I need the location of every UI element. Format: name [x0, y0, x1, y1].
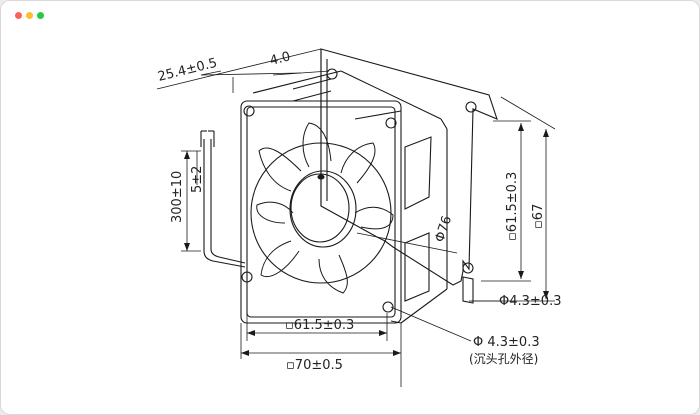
arrowheads [184, 123, 549, 356]
zoom-button[interactable] [37, 12, 44, 19]
front-mount-hole [382, 301, 394, 313]
title-bar [1, 1, 699, 29]
front-mount-hole [241, 271, 253, 283]
frame-height-label: ▫67 [531, 204, 546, 229]
hole-spacing-horizontal-label: ▫61.5±0.3 [285, 318, 354, 333]
countersink-note-label: (沉头孔外径) [469, 352, 538, 366]
lead-length-label: 300±10 [170, 171, 185, 223]
side-vent-lower [404, 232, 430, 302]
mount-hole-bottom-label: Φ 4.3±0.3 [473, 335, 540, 350]
back-mount-hole [462, 262, 474, 274]
side-vent-upper [404, 136, 432, 210]
lead-wires [200, 130, 246, 268]
hole-spacing-vertical-label: ▫61.5±0.3 [505, 172, 520, 241]
front-mount-hole [385, 117, 397, 129]
close-button[interactable] [15, 12, 22, 19]
fan-blades [256, 122, 394, 294]
hub-diameter-label: Φ76 [433, 214, 456, 244]
mount-hole-section [462, 276, 474, 304]
strip-length-label: 5±2 [190, 166, 205, 193]
front-mount-hole [243, 105, 255, 117]
dimension-lines [156, 48, 556, 387]
back-mount-hole [465, 101, 477, 113]
mount-hole-right-label: Φ4.3±0.3 [499, 294, 561, 309]
back-flange [320, 48, 498, 304]
fan-hub [289, 170, 357, 248]
frame-width-label: ▫70±0.5 [286, 358, 343, 373]
fan-body-side [252, 70, 448, 324]
flange-dimension-label: 4.0 [268, 49, 292, 69]
minimize-button[interactable] [26, 12, 33, 19]
depth-dimension-label: 25.4±0.5 [156, 56, 218, 85]
